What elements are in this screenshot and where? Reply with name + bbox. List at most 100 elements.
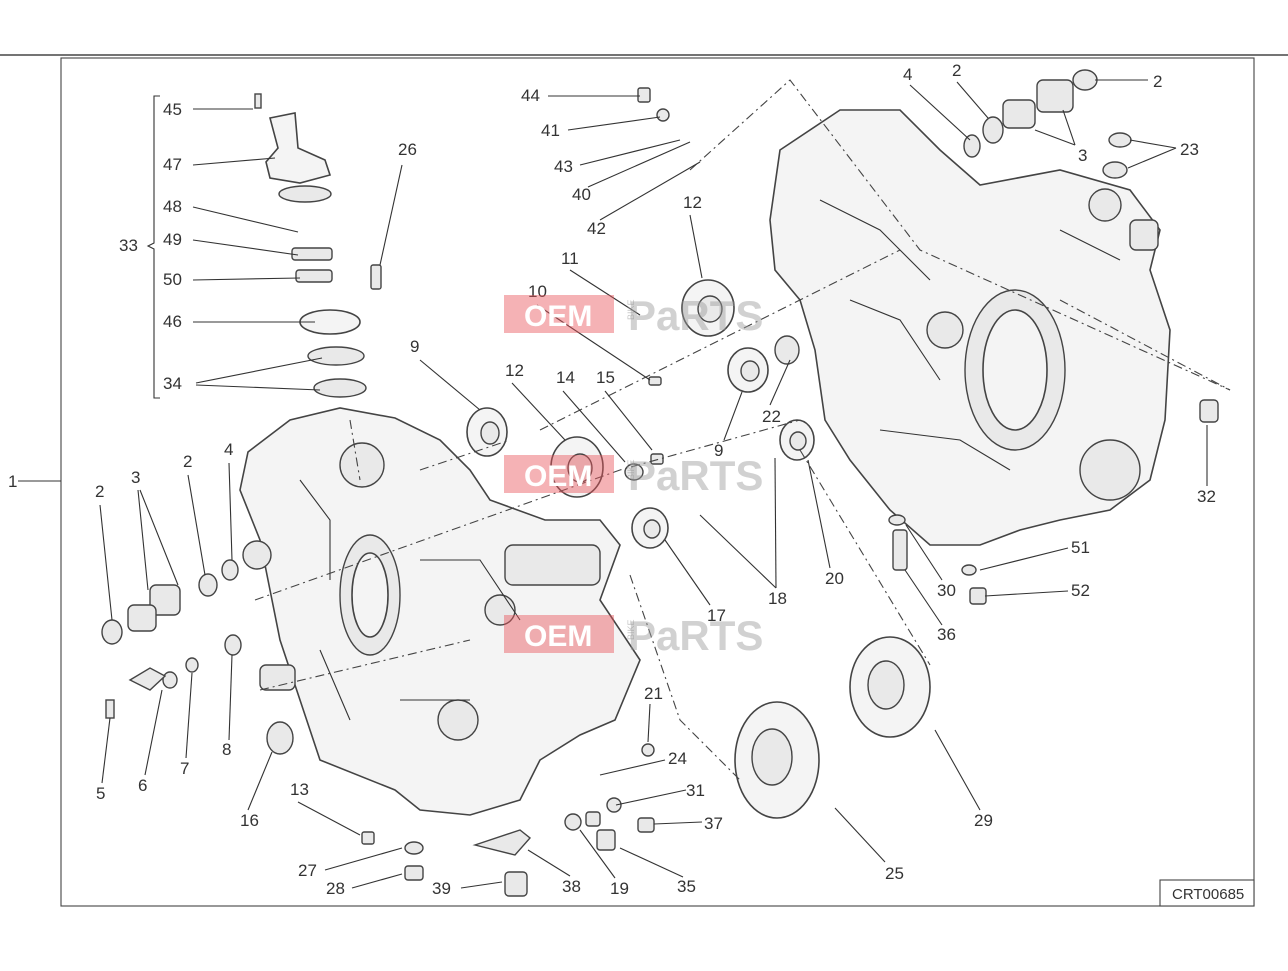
callout-label-19: 19 bbox=[610, 879, 629, 898]
leader-lines bbox=[18, 79, 1208, 889]
left-crankcase-half bbox=[239, 407, 641, 816]
leader-line-28 bbox=[351, 873, 403, 889]
leader-line-34 bbox=[195, 357, 323, 384]
callout-label-3: 3 bbox=[131, 468, 140, 487]
leader-line-39 bbox=[460, 881, 503, 889]
bearings-and-rings bbox=[101, 69, 1219, 897]
leader-line-27 bbox=[324, 847, 403, 871]
callout-label-38: 38 bbox=[562, 877, 581, 896]
leader-line-8 bbox=[228, 654, 233, 741]
callout-label-12: 12 bbox=[683, 193, 702, 212]
leader-line-41 bbox=[567, 116, 661, 131]
leader-line-6 bbox=[144, 689, 163, 776]
leader-line-10 bbox=[536, 304, 651, 381]
leader-line-49 bbox=[192, 239, 299, 256]
leader-line-4 bbox=[909, 84, 971, 141]
callout-label-39: 39 bbox=[432, 879, 451, 898]
callout-label-24: 24 bbox=[668, 749, 687, 768]
callout-label-50: 50 bbox=[163, 270, 182, 289]
leader-line-52 bbox=[984, 590, 1069, 597]
callout-label-45: 45 bbox=[163, 100, 182, 119]
watermark-brand: OEM bbox=[524, 460, 592, 493]
leader-line-14 bbox=[562, 390, 626, 463]
callout-label-9: 9 bbox=[714, 441, 723, 460]
leader-line-34 bbox=[195, 384, 321, 391]
callout-label-28: 28 bbox=[326, 879, 345, 898]
callout-label-47: 47 bbox=[163, 155, 182, 174]
callout-label-14: 14 bbox=[556, 368, 575, 387]
leader-line-18 bbox=[699, 514, 777, 589]
callout-label-4: 4 bbox=[903, 65, 912, 84]
leader-line-21 bbox=[647, 703, 651, 743]
callout-label-40: 40 bbox=[572, 185, 591, 204]
leader-line-2 bbox=[956, 81, 989, 119]
leader-line-31 bbox=[615, 789, 687, 806]
callout-label-26: 26 bbox=[398, 140, 417, 159]
leader-line-2 bbox=[187, 474, 206, 576]
callout-label-27: 27 bbox=[298, 861, 317, 880]
watermark-brand: OEM bbox=[524, 620, 592, 653]
callout-label-22: 22 bbox=[762, 407, 781, 426]
leader-line-3 bbox=[137, 489, 149, 591]
leader-line-17 bbox=[664, 539, 711, 606]
callout-label-10: 10 bbox=[528, 282, 547, 301]
leader-line-20 bbox=[807, 459, 831, 569]
callout-label-5: 5 bbox=[96, 784, 105, 803]
leader-line-47 bbox=[192, 157, 276, 166]
watermark-brand: OEM bbox=[524, 300, 592, 333]
leader-line-3 bbox=[1034, 129, 1076, 146]
leader-line-2 bbox=[99, 504, 113, 621]
leader-line-23 bbox=[1129, 139, 1177, 149]
callout-label-32: 32 bbox=[1197, 487, 1216, 506]
reference-code-box bbox=[1159, 879, 1255, 907]
leader-line-12 bbox=[689, 214, 703, 279]
leader-line-50 bbox=[192, 277, 301, 281]
callout-label-2: 2 bbox=[1153, 72, 1162, 91]
watermark-small: BIKE bbox=[626, 299, 636, 320]
watermark-small: BIKE bbox=[626, 619, 636, 640]
callout-label-46: 46 bbox=[163, 312, 182, 331]
callout-label-2: 2 bbox=[95, 482, 104, 501]
leader-line-11 bbox=[569, 269, 641, 316]
leader-line-12 bbox=[511, 382, 566, 441]
callout-label-2: 2 bbox=[952, 61, 961, 80]
assembly-axis-lines bbox=[254, 79, 1231, 781]
callout-label-15: 15 bbox=[596, 368, 615, 387]
leader-line-37 bbox=[653, 821, 703, 825]
watermark-small: BIKE bbox=[626, 459, 636, 480]
group-bracket-33 bbox=[146, 95, 160, 399]
leader-line-26 bbox=[379, 164, 403, 266]
leader-line-19 bbox=[579, 829, 616, 879]
leader-line-35 bbox=[619, 847, 684, 878]
callout-label-34: 34 bbox=[163, 374, 182, 393]
callout-label-3: 3 bbox=[1078, 146, 1087, 165]
leader-line-3 bbox=[139, 489, 179, 586]
callout-label-30: 30 bbox=[937, 581, 956, 600]
callout-label-35: 35 bbox=[677, 877, 696, 896]
callout-label-31: 31 bbox=[686, 781, 705, 800]
leader-line-4 bbox=[228, 462, 233, 561]
watermark: OEM BIKE PaRTS OEM BIKE PaRTS OEM BIKE P… bbox=[504, 292, 763, 659]
callout-label-18: 18 bbox=[768, 589, 787, 608]
watermark-word: PaRTS bbox=[628, 292, 763, 339]
callout-label-17: 17 bbox=[707, 606, 726, 625]
callout-label-23: 23 bbox=[1180, 140, 1199, 159]
callout-label-2: 2 bbox=[183, 452, 192, 471]
leader-line-38 bbox=[527, 849, 571, 877]
leader-line-23 bbox=[1127, 147, 1177, 169]
leader-line-15 bbox=[604, 390, 653, 451]
watermark-word: PaRTS bbox=[628, 612, 763, 659]
callout-label-48: 48 bbox=[163, 197, 182, 216]
callout-label-6: 6 bbox=[138, 776, 147, 795]
callout-label-7: 7 bbox=[180, 759, 189, 778]
leader-line-3 bbox=[1062, 109, 1076, 146]
callout-label-49: 49 bbox=[163, 230, 182, 249]
callout-label-37: 37 bbox=[704, 814, 723, 833]
leader-line-7 bbox=[185, 672, 193, 759]
callout-label-33: 33 bbox=[119, 236, 138, 255]
leader-line-18 bbox=[774, 457, 777, 589]
callout-label-12: 12 bbox=[505, 361, 524, 380]
leader-line-51 bbox=[979, 547, 1069, 571]
callout-label-13: 13 bbox=[290, 780, 309, 799]
leader-line-25 bbox=[834, 807, 886, 863]
